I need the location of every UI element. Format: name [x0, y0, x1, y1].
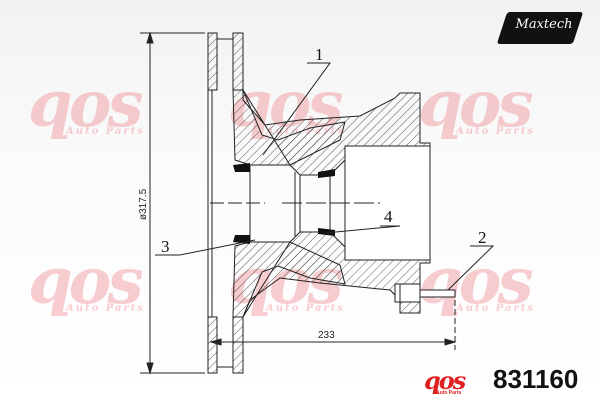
callout-4: 4: [384, 207, 393, 226]
diameter-label: ø317.5: [138, 188, 149, 220]
qos-brand-logo: qos: [424, 366, 466, 395]
hub: [232, 88, 431, 318]
watermark-brand: qos: [28, 67, 143, 142]
watermark-sub: Auto Parts: [66, 126, 146, 137]
watermark-sub: Auto Parts: [66, 303, 146, 314]
callout-2: 2: [478, 228, 487, 247]
watermark-brand: qos: [28, 244, 143, 319]
callout-1: 1: [315, 45, 324, 64]
length-dimension: [209, 300, 457, 350]
part-number: 831160: [493, 364, 579, 394]
watermark-sub: Auto Parts: [266, 303, 346, 314]
watermark-brand: qos: [418, 67, 533, 142]
wheel-stud: [394, 283, 456, 303]
qos-brand-sub: Auto Parts: [436, 390, 462, 396]
watermark-sub: Auto Parts: [456, 126, 536, 137]
diameter-dimension: [140, 31, 205, 375]
maxtech-logo-text: Maxtech: [515, 17, 573, 32]
length-label: 233: [318, 330, 335, 341]
watermark-sub: Auto Parts: [456, 303, 536, 314]
watermark-brand: qos: [418, 244, 533, 319]
callout-leaders: [155, 62, 495, 291]
callout-3: 3: [161, 237, 170, 256]
